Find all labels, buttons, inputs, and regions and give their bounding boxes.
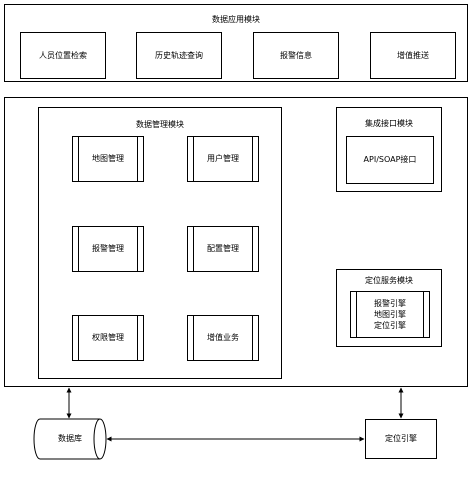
platform-container: 数据管理模块 地图管理 用户管理 报警管理 配置管理 权限管理 增值业务 集成接…: [4, 97, 468, 387]
data-management-module: 数据管理模块 地图管理 用户管理 报警管理 配置管理 权限管理 增值业务: [38, 107, 282, 379]
alarm-management-label: 报警管理: [92, 244, 124, 253]
map-management-label: 地图管理: [92, 154, 124, 163]
database-cylinder: [33, 418, 107, 460]
map-engine: 地图引擎: [374, 310, 406, 319]
database-label: 数据库: [58, 434, 82, 443]
config-management: 配置管理: [187, 226, 259, 272]
engine-group: 报警引擎 地图引擎 定位引擎: [350, 291, 430, 338]
alarm-management: 报警管理: [72, 226, 144, 272]
integration-interface-module: 集成接口模块 API/SOAP接口: [336, 107, 442, 192]
alarm-engine: 报警引擎: [374, 299, 406, 308]
app-item-label: 历史轨迹查询: [155, 50, 203, 60]
app-item-label: 报警信息: [280, 50, 312, 60]
app-item-label: 人员位置检索: [39, 50, 87, 60]
value-added-business: 增值业务: [187, 315, 259, 361]
config-management-label: 配置管理: [207, 244, 239, 253]
data-management-module-title: 数据管理模块: [136, 120, 184, 129]
data-application-module-title: 数据应用模块: [212, 15, 260, 24]
permission-management: 权限管理: [72, 315, 144, 361]
value-added-business-label: 增值业务: [207, 333, 239, 342]
positioning-service-module: 定位服务模块 报警引擎 地图引擎 定位引擎: [336, 269, 442, 347]
data-application-module: 数据应用模块 人员位置检索 历史轨迹查询 报警信息 增值推送: [4, 4, 468, 82]
app-item-value-added-push: 增值推送: [370, 32, 456, 79]
api-soap-interface-label: API/SOAP接口: [363, 155, 417, 164]
user-management: 用户管理: [187, 136, 259, 182]
positioning-engine: 定位引擎: [365, 419, 437, 459]
user-management-label: 用户管理: [207, 154, 239, 163]
api-soap-interface: API/SOAP接口: [346, 136, 434, 184]
permission-management-label: 权限管理: [92, 333, 124, 342]
positioning-service-module-title: 定位服务模块: [365, 276, 413, 285]
positioning-engine-label: 定位引擎: [385, 434, 417, 443]
map-management: 地图管理: [72, 136, 144, 182]
app-item-person-location-search: 人员位置检索: [20, 32, 106, 79]
app-item-alarm-info: 报警信息: [253, 32, 339, 79]
integration-interface-module-title: 集成接口模块: [365, 119, 413, 128]
location-engine: 定位引擎: [374, 321, 406, 330]
app-item-label: 增值推送: [397, 50, 429, 60]
app-item-history-track-query: 历史轨迹查询: [136, 32, 222, 79]
